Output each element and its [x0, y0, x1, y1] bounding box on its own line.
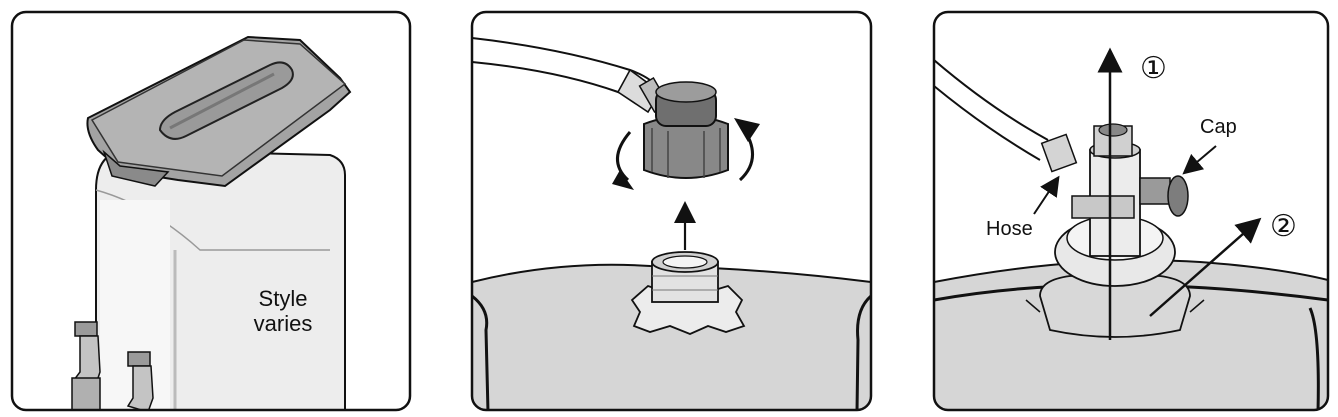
- cap-leader: [1182, 145, 1217, 175]
- side-cap: [1139, 175, 1189, 217]
- style-note-line1: Style: [258, 286, 308, 311]
- panel-frame-2: [470, 10, 873, 412]
- spigot-right: [126, 351, 154, 410]
- hose-label: Hose: [986, 218, 1033, 240]
- panel-container: [10, 10, 412, 412]
- container-lid: [86, 35, 352, 188]
- hose: [472, 37, 670, 114]
- spigot-left: [71, 321, 101, 410]
- style-note-line2: varies: [253, 311, 313, 337]
- step-2-marker: ②: [1270, 210, 1297, 243]
- panel-unscrew-cap: [470, 10, 873, 412]
- arrow-step-2: [1149, 217, 1262, 317]
- panel-frame-3: [932, 10, 1330, 412]
- hose-leader: [1033, 175, 1060, 215]
- style-varies-note: Style varies: [228, 286, 338, 337]
- panel-frame-1: [10, 10, 412, 412]
- step-1-marker: ①: [1140, 52, 1167, 85]
- cap: [643, 81, 729, 179]
- bottle-neck: [630, 251, 746, 335]
- rotate-arrowhead-left: [612, 170, 634, 190]
- panel-pump-assembly: [932, 10, 1330, 412]
- rotate-arrow-left: [616, 131, 632, 182]
- pump-body: [1025, 123, 1205, 338]
- rotate-arrowhead-right: [734, 118, 760, 142]
- hose-3: [934, 59, 1078, 173]
- cap-label: Cap: [1200, 116, 1237, 138]
